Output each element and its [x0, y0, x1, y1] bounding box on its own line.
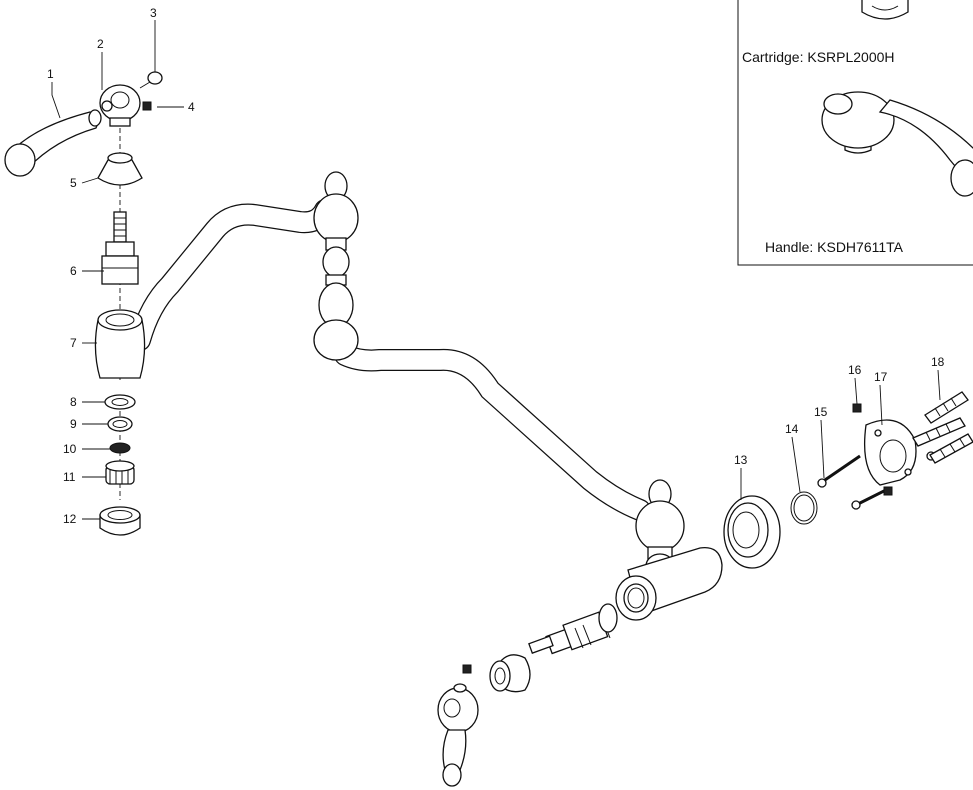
part-labels: 1 2 3 4 5 6 7 8 9 10 11 12 13 14 15 16 1…: [47, 6, 945, 526]
part-label-14: 14: [785, 422, 799, 436]
cartridge-caption: Cartridge: KSRPL2000H: [742, 49, 895, 65]
part-label-3: 3: [150, 6, 157, 20]
part-label-11: 11: [63, 470, 76, 484]
part-label-12: 12: [63, 512, 77, 526]
part-3-cap: [139, 71, 163, 89]
part-label-10: 10: [63, 442, 77, 456]
part-7-valve-housing: [94, 309, 146, 379]
part-13-escutcheon: [723, 495, 781, 569]
part-11-nut: [105, 460, 135, 485]
upper-swivel-joint: [313, 171, 359, 361]
valve-body: [615, 546, 723, 621]
part-label-8: 8: [70, 395, 77, 409]
leader-lines: [51, 20, 941, 520]
handle-illustration: [821, 91, 973, 197]
pot-filler-arm: [129, 171, 723, 621]
part-label-9: 9: [70, 417, 77, 431]
part-9-ring: [107, 416, 133, 432]
part-6-cartridge: [101, 211, 139, 285]
part-10-screen: [109, 442, 131, 454]
part-label-7: 7: [70, 336, 77, 350]
part-label-1: 1: [47, 67, 54, 81]
lower-cartridge: [528, 603, 618, 655]
part-label-13: 13: [734, 453, 748, 467]
part-2-handle-hub: [99, 84, 141, 127]
lower-bonnet: [489, 654, 531, 693]
part-label-4: 4: [188, 100, 195, 114]
lower-handle: [437, 664, 479, 787]
cartridge-illustration: [861, 0, 909, 20]
part-12-aerator: [99, 506, 141, 536]
part-17-mounting-plate: [863, 419, 936, 486]
replacement-parts-inset: Cartridge: KSRPL2000H Handle: KSDH7611TA: [737, 0, 973, 266]
part-label-18: 18: [931, 355, 945, 369]
part-18-wall-anchors: [912, 391, 973, 464]
part-label-5: 5: [70, 176, 77, 190]
part-label-2: 2: [97, 37, 104, 51]
part-label-6: 6: [70, 264, 77, 278]
part-4-set-screw: [142, 101, 152, 111]
part-8-washer: [104, 394, 136, 410]
part-5-bonnet: [97, 152, 143, 186]
part-label-17: 17: [874, 370, 888, 384]
part-label-16: 16: [848, 363, 862, 377]
part-1-handle-lever: [4, 109, 102, 177]
part-label-15: 15: [814, 405, 828, 419]
part-14-o-ring: [790, 491, 818, 525]
handle-caption: Handle: KSDH7611TA: [765, 239, 904, 255]
